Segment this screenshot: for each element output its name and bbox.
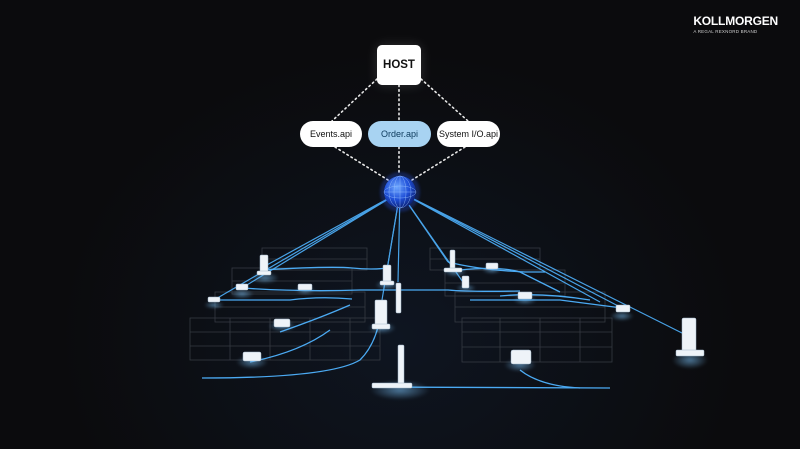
network-globe-icon [380,172,420,212]
vehicle-light-pools [204,266,708,400]
agv-robot-icon [485,262,499,270]
agv-robot-icon [395,282,402,314]
agv-robot-icon [256,254,272,276]
brand-logo: KOLLMORGEN A REGAL REXNORD BRAND [693,14,778,34]
agv-fleet [207,249,705,389]
agv-robot-icon [273,318,291,328]
rack-right-front [461,317,613,363]
agv-robot-icon [675,317,705,357]
brand-name: KOLLMORGEN [693,14,778,28]
host-node: HOST [377,45,421,85]
events-api-node: Events.api [300,121,362,147]
agv-robot-icon [461,275,470,289]
brand-tagline: A REGAL REXNORD BRAND [693,29,758,34]
agv-robot-icon [297,283,313,291]
agv-robot-icon [371,299,391,330]
order-api-node: Order.api [368,121,431,147]
agv-robot-icon [510,349,532,365]
host-api-connectors [331,78,469,181]
agv-robot-icon [207,296,221,303]
agv-robot-icon [443,249,463,273]
agv-robot-icon [379,264,395,286]
agv-robot-icon [371,344,413,389]
system-io-api-node: System I/O.api [437,121,500,147]
agv-robot-icon [615,304,631,313]
agv-robot-icon [517,291,533,300]
agv-robot-icon [242,351,262,362]
rack-left-front [189,317,381,361]
agv-robot-icon [235,283,249,291]
network-links [213,191,689,337]
